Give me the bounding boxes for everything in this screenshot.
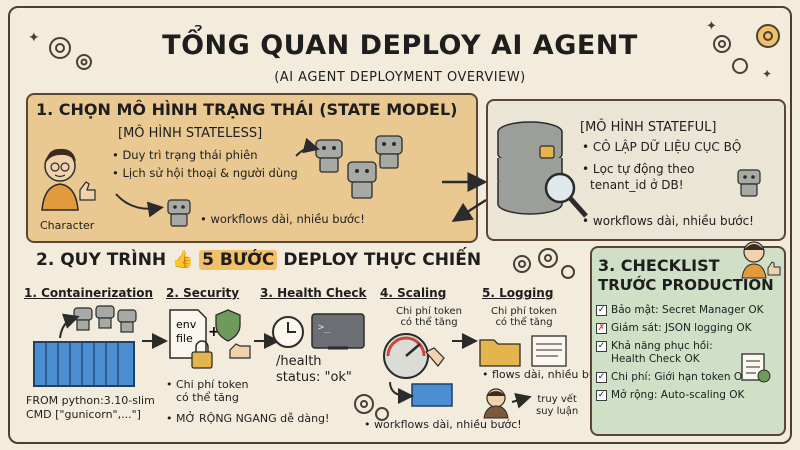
log-book-icon xyxy=(531,335,567,367)
star-icon: ✦ xyxy=(762,67,772,81)
detective-icon xyxy=(483,388,532,419)
arrow-icon xyxy=(142,333,168,349)
svg-text:+: + xyxy=(208,324,220,340)
stateful-label: [MÔ HÌNH STATEFUL] xyxy=(580,120,717,135)
docker-code-line-2: CMD ["gunicorn",..."] xyxy=(26,408,141,421)
stateful-item-3: tenant_id ở DB! xyxy=(590,178,684,192)
gears-decoration-right: ✦ ✦ xyxy=(706,19,780,81)
health-path: /health xyxy=(276,354,322,369)
step-health-check: 3. Health Check xyxy=(260,286,367,300)
check-icon: ✓ xyxy=(596,341,607,352)
stateless-label: [MÔ HÌNH STATELESS] xyxy=(118,126,263,141)
section1-heading: 1. CHỌN MÔ HÌNH TRẠNG THÁI (STATE MODEL) xyxy=(36,100,458,119)
stateless-item-1: • Duy trì trạng thái phiên xyxy=(112,148,258,162)
stateful-item-2: • Lọc tự động theo xyxy=(582,162,695,176)
svg-text:>_: >_ xyxy=(318,322,331,333)
check-icon: ✓ xyxy=(596,305,607,316)
checklist-item-resilience[interactable]: ✓Khả năng phục hồi:Health Check OK xyxy=(596,340,713,365)
logging-note: • flows dài, nhiều bước xyxy=(482,368,609,381)
robots-icon xyxy=(295,135,403,199)
checklist-item-security[interactable]: ✓Bảo mật: Secret Manager OK xyxy=(596,304,764,316)
svg-text:file: file xyxy=(176,332,193,345)
security-cost-note: • Chi phí token xyxy=(166,378,249,391)
page-frame xyxy=(8,6,792,444)
arrow-icon xyxy=(254,333,280,349)
gears-decoration-mid xyxy=(513,248,575,279)
worried-robot-icon xyxy=(737,169,761,197)
health-check-icon: >_ xyxy=(272,313,365,350)
small-robot-icon xyxy=(167,199,191,227)
magnifier-icon xyxy=(544,172,576,204)
container-icon xyxy=(411,383,453,407)
check-icon: ✓ xyxy=(596,372,607,383)
arrow-icon xyxy=(452,333,478,349)
env-file-icon: env file + xyxy=(169,309,251,369)
shield-icon xyxy=(215,309,241,342)
stateful-item-4: • workflows dài, nhiều bước! xyxy=(582,214,754,228)
arrow-to-stateful xyxy=(442,172,488,223)
clipboard-icon xyxy=(741,353,771,383)
container-icon xyxy=(33,305,137,387)
cross-icon: ✗ xyxy=(596,323,607,334)
star-icon: ✦ xyxy=(706,19,717,34)
character-label: Character xyxy=(40,219,95,232)
folder-icon xyxy=(479,339,521,367)
lock-icon xyxy=(539,145,555,159)
scaling-note: • workflows dài, nhiều bước! xyxy=(364,418,522,431)
checklist: ✓Bảo mật: Secret Manager OK ✗Giám sát: J… xyxy=(596,304,784,402)
page-title: TỔNG QUAN DEPLOY AI AGENT xyxy=(162,30,638,61)
database-icon xyxy=(497,121,588,218)
stateless-item-2: • Lịch sử hội thoại & người dùng xyxy=(112,166,298,180)
section2-heading: 2. QUY TRÌNH 👍 5 BƯỚC DEPLOY THỰC CHIẾN xyxy=(36,250,482,270)
star-icon: ✦ xyxy=(28,30,40,46)
docker-code-line-1: FROM python:3.10-slim xyxy=(26,394,155,407)
check-icon: ✓ xyxy=(596,390,607,401)
stateful-item-1: • CÔ LẬP DỮ LIỆU CỤC BỘ xyxy=(582,140,742,154)
character-icon xyxy=(41,148,96,211)
page-subtitle: (AI AGENT DEPLOYMENT OVERVIEW) xyxy=(274,70,526,85)
security-cost-note-2: có thể tăng xyxy=(176,391,239,404)
checklist-heading-2: TRƯỚC PRODUCTION xyxy=(598,276,774,294)
step-scaling: 4. Scaling xyxy=(380,286,447,300)
checklist-item-scaling[interactable]: ✓Mở rộng: Auto-scaling OK xyxy=(596,389,745,401)
checklist-item-cost[interactable]: ✓Chi phí: Giới hạn token OK xyxy=(596,371,750,383)
lock-icon xyxy=(191,351,213,369)
step-logging: 5. Logging xyxy=(482,286,554,300)
thumbs-up-icon: 👍 xyxy=(172,250,194,270)
arrow-icon xyxy=(115,193,164,218)
svg-text:env: env xyxy=(176,318,197,331)
checklist-item-monitoring[interactable]: ✗Giám sát: JSON logging OK xyxy=(596,322,752,334)
state-model-panel xyxy=(26,93,478,243)
gears-decoration-left: ✦ xyxy=(28,30,92,70)
step-containerization: 1. Containerization xyxy=(24,286,154,300)
gear-icon xyxy=(354,394,389,421)
health-status: status: "ok" xyxy=(276,370,352,385)
security-scale-note: • MỞ RỘNG NGANG dễ dàng! xyxy=(166,412,330,425)
stateless-note: • workflows dài, nhiều bước! xyxy=(200,212,365,226)
gauge-icon xyxy=(383,333,453,407)
logging-icon xyxy=(479,335,567,367)
checklist-heading: 3. CHECKLIST xyxy=(598,256,720,275)
character-thumbs-up-icon xyxy=(741,241,781,279)
step-security: 2. Security xyxy=(166,286,240,300)
